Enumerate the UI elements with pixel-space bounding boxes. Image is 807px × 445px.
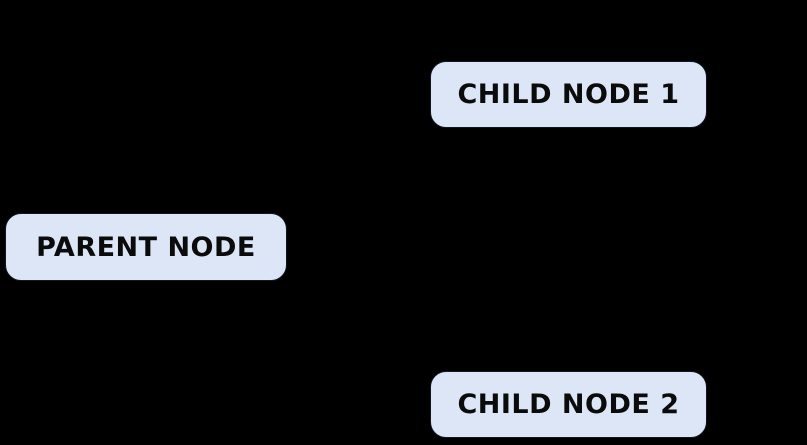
node-child-1: CHILD NODE 1 — [430, 61, 707, 128]
node-child-2: CHILD NODE 2 — [430, 371, 707, 438]
node-child-1-label: CHILD NODE 1 — [457, 79, 680, 110]
node-parent: PARENT NODE — [5, 213, 287, 281]
node-parent-label: PARENT NODE — [36, 231, 256, 263]
node-child-2-label: CHILD NODE 2 — [457, 389, 680, 420]
